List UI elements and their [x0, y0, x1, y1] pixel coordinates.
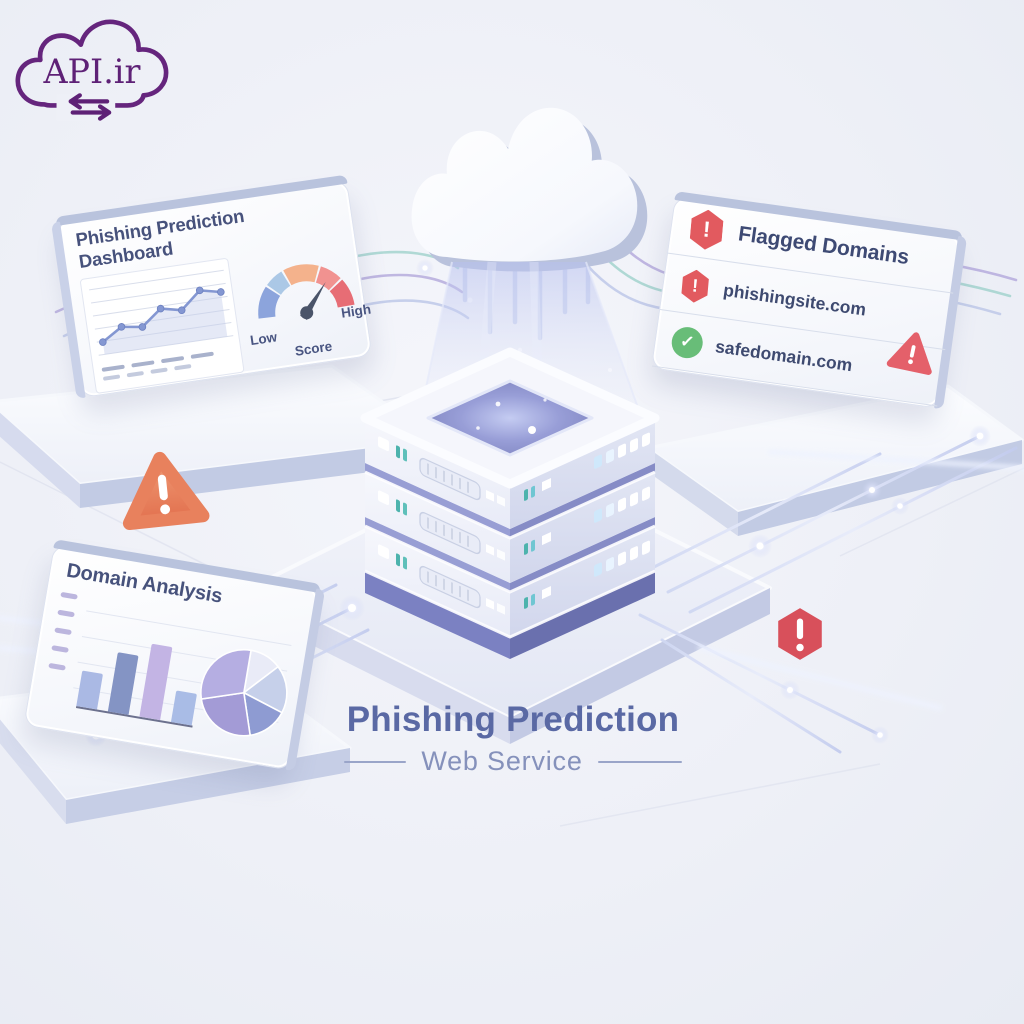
domain-text: safedomain.com: [714, 335, 854, 375]
beam-opening: [426, 379, 594, 457]
logo-cloud-outline: [15, 19, 169, 108]
transfer-arrows-icon: [68, 93, 112, 121]
axis-ticks: [48, 591, 78, 671]
logo-brand: API.ir: [42, 52, 140, 91]
footer-dash: [597, 760, 682, 763]
footer-title-block: Phishing Prediction Web Service: [313, 700, 713, 777]
risk-gauge: Low High Score: [236, 238, 376, 373]
bar: [107, 652, 139, 715]
gauge-score-label: Score: [293, 338, 334, 359]
bar-chart: [75, 607, 210, 728]
pie-chart: [200, 648, 288, 737]
dashboard-panel: Phishing Prediction Dashboard Low High S…: [51, 174, 376, 399]
alert-hexagon-icon: !: [686, 208, 727, 251]
footer-title: Phishing Prediction: [346, 700, 680, 739]
alert-triangle-icon: [886, 332, 932, 375]
alert-triangle-icon: [122, 451, 210, 531]
server-leds: [378, 432, 650, 615]
flagged-title: Flagged Domains: [736, 222, 911, 270]
brand-logo: API.ir: [15, 19, 169, 121]
footer-dash: [344, 760, 407, 763]
line-chart: [79, 257, 245, 394]
check-circle-icon: ✓: [669, 324, 705, 360]
alert-hexagon-icon: !: [678, 268, 712, 304]
footer-subtitle: Web Service: [421, 746, 583, 776]
bar: [76, 670, 104, 710]
domain-analysis-panel: Domain Analysis: [23, 539, 326, 772]
domain-text: phishingsite.com: [722, 279, 868, 320]
exclamation-glyph: !: [701, 216, 712, 243]
flagged-domains-panel: ! Flagged Domains ! phishingsite.com ✓ s…: [650, 191, 968, 410]
alert-hexagon-icon: [778, 608, 822, 660]
gauge-low-label: Low: [249, 329, 278, 349]
exclamation-glyph: !: [691, 274, 700, 296]
server-base: [365, 571, 510, 659]
check-glyph: ✓: [678, 331, 696, 353]
bar: [139, 643, 173, 721]
